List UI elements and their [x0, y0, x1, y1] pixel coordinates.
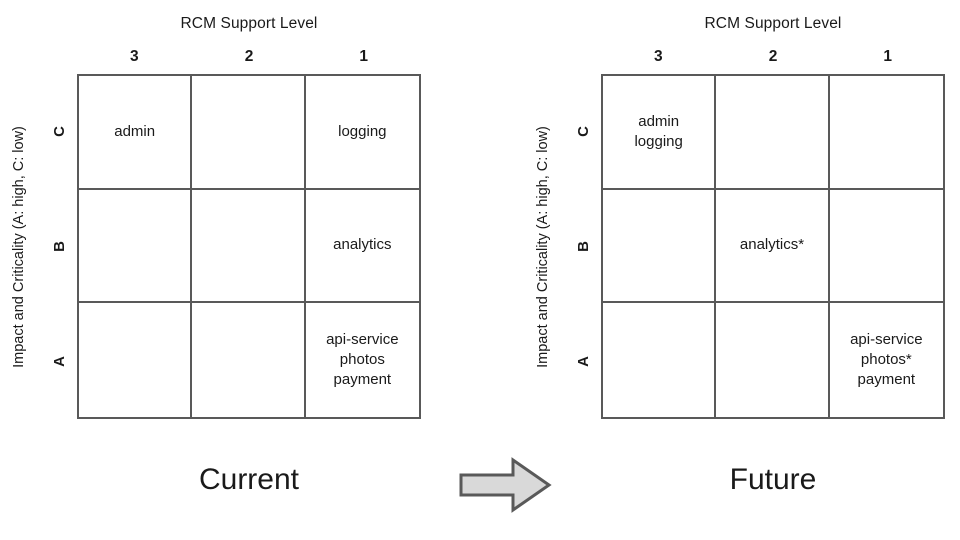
cell-c3[interactable]: admin logging: [603, 76, 717, 190]
row-label-group: C B A: [572, 74, 594, 419]
column-header-1: 1: [359, 48, 368, 65]
cell-b3[interactable]: [79, 189, 193, 304]
cell-b1[interactable]: [829, 190, 943, 304]
cell-a3[interactable]: [603, 303, 717, 417]
row-axis-title-text: Impact and Criticality (A: high, C: low): [535, 125, 551, 368]
column-header-3: 3: [130, 48, 139, 65]
cell-c1[interactable]: logging: [305, 76, 419, 190]
row-label-b: B: [572, 189, 594, 304]
column-header-row: 3 2 1: [77, 46, 421, 68]
row-label-c-text: C: [574, 126, 592, 137]
matrix-panel-future: RCM Support Level 3 2 1: [524, 0, 960, 540]
cell-a1[interactable]: api-service photos* payment: [850, 331, 923, 389]
cell-a2[interactable]: [192, 303, 306, 417]
panel-caption-current: Current: [198, 463, 300, 496]
column-header-2: 2: [244, 48, 254, 65]
matrix-grid-future: admin logging analytics* api-service pho…: [601, 74, 945, 419]
cell-c2[interactable]: [192, 76, 306, 190]
cell-c3[interactable]: admin: [79, 76, 193, 190]
cell-a3[interactable]: [79, 303, 193, 417]
row-label-c: C: [572, 74, 594, 189]
row-label-a: A: [572, 304, 594, 419]
column-axis-title: RCM Support Level: [704, 15, 842, 32]
column-header-2: 2: [768, 48, 778, 65]
cell-a1[interactable]: api-service photos payment: [326, 331, 399, 389]
cell-b2[interactable]: analytics*: [716, 189, 830, 304]
panel-caption-future: Future: [729, 463, 817, 496]
row-label-b-text: B: [574, 241, 592, 252]
cell-b1[interactable]: analytics: [305, 190, 419, 304]
cell-a2[interactable]: [716, 303, 830, 417]
column-axis-title: RCM Support Level: [180, 15, 318, 32]
right-block-arrow-icon: [455, 455, 555, 515]
row-label-a-text: A: [574, 356, 592, 367]
matrix-panel-current: RCM Support Level 3 2 1 Impact and Criti…: [0, 0, 440, 540]
cell-c2[interactable]: [716, 76, 830, 190]
cell-b2[interactable]: [192, 189, 306, 304]
cell-c1[interactable]: [829, 76, 943, 190]
column-header-1: 1: [883, 48, 892, 65]
column-header-3: 3: [654, 48, 663, 65]
column-header-row: 3 2 1: [601, 46, 945, 68]
cell-b3[interactable]: [603, 189, 717, 304]
matrix-grid-current: admin logging analytics api-service phot…: [77, 74, 421, 419]
row-axis-title: Impact and Criticality (A: high, C: low): [532, 74, 554, 419]
